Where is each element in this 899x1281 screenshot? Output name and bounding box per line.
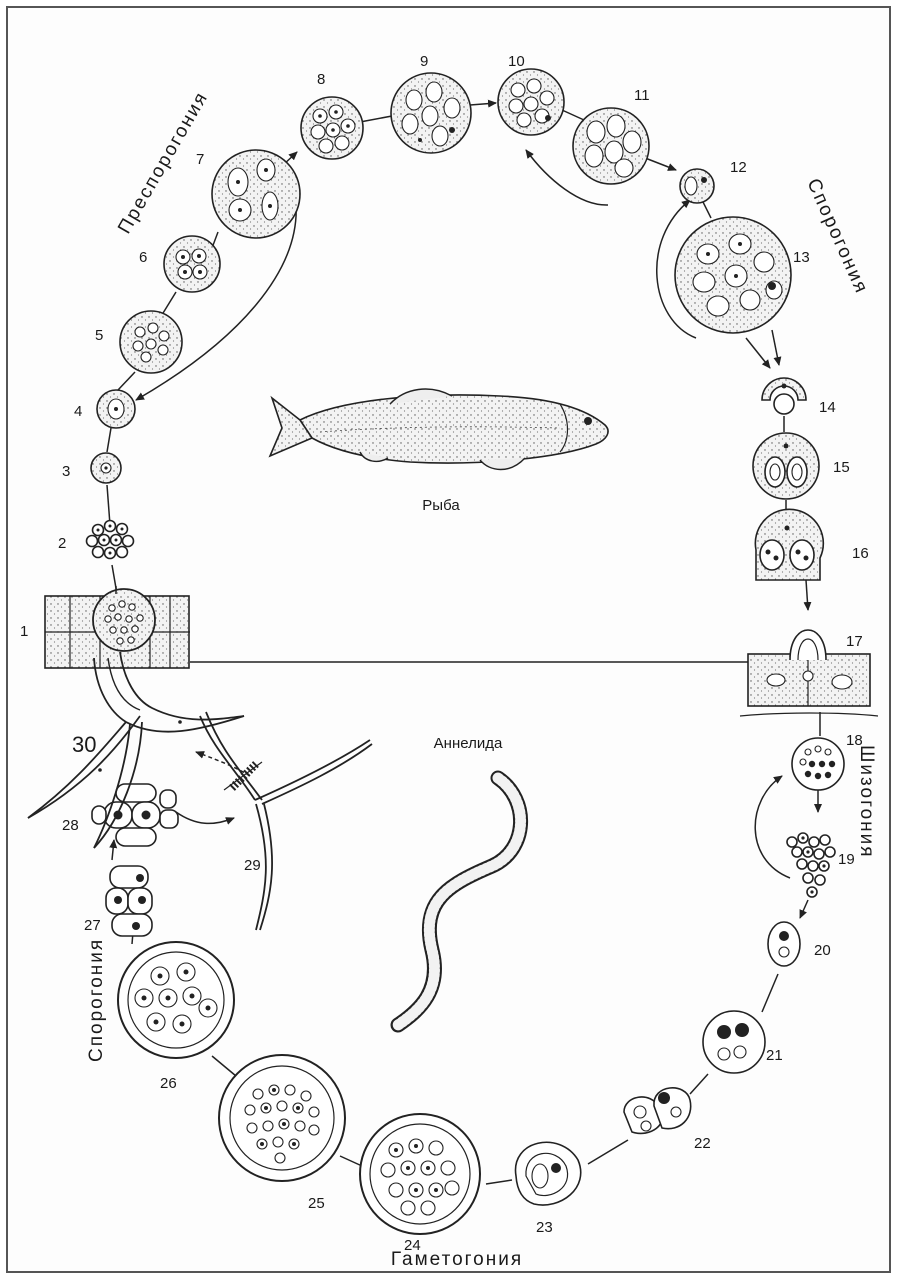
stage-24-label: 24 [404, 1237, 421, 1254]
stage-12-cell [680, 169, 714, 203]
stage-23-cell [516, 1142, 581, 1205]
stage-3-label: 3 [62, 463, 70, 480]
link-22-23 [588, 1140, 628, 1164]
link-23-24 [486, 1180, 512, 1184]
stage-6-label: 6 [139, 249, 147, 266]
stage-6-cell [164, 236, 220, 292]
stage-20-cell [768, 922, 800, 966]
phase-sporogony-fish-label: Спорогония [802, 175, 872, 297]
stage-21-label: 21 [766, 1047, 783, 1064]
stage-26-label: 26 [160, 1075, 177, 1092]
stage-12-label: 12 [730, 159, 747, 176]
stage-25-label: 25 [308, 1195, 325, 1212]
link-24-25 [340, 1156, 362, 1166]
stage-25-cyst [219, 1055, 345, 1181]
link-21-22 [690, 1074, 708, 1094]
host-fish-label: Рыба [422, 497, 460, 514]
link-8-9 [360, 116, 392, 122]
link-4-5 [118, 372, 135, 390]
stage-5-cell [120, 311, 182, 373]
stage-17-label: 17 [846, 633, 863, 650]
link-12-13 [703, 202, 711, 218]
arrow-19-20 [800, 900, 808, 918]
host-annelid-label: Аннелида [434, 735, 503, 752]
stage-13-cell [675, 217, 791, 333]
link-2-3 [107, 485, 110, 525]
link-20-21 [762, 974, 778, 1012]
stage-21-cell [703, 1011, 765, 1073]
phase-schizogony-label: Шизогония [856, 745, 877, 859]
stage-19-cluster [787, 833, 835, 897]
stage-10-label: 10 [508, 53, 525, 70]
stage-18-cell [792, 738, 844, 790]
stage-27-label: 27 [84, 917, 101, 934]
stage-19-label: 19 [838, 851, 855, 868]
stage-9-label: 9 [420, 53, 428, 70]
stage-8-label: 8 [317, 71, 325, 88]
arrow-13-14b [746, 338, 770, 368]
stage-20-label: 20 [814, 942, 831, 959]
stage-28-label: 28 [62, 817, 79, 834]
arrow-19-18 [755, 776, 790, 878]
stage-14-cell [762, 378, 806, 414]
stage-5-label: 5 [95, 327, 103, 344]
stage-24-cyst [360, 1114, 480, 1234]
arrow-13-14a [772, 330, 779, 365]
stage-4-cell [97, 390, 135, 428]
stage-7-label: 7 [196, 151, 204, 168]
stage-11-cell [573, 108, 649, 184]
stage-16-label: 16 [852, 545, 869, 562]
arrow-9-10 [470, 103, 496, 105]
stage-3-cell [91, 453, 121, 483]
annelid-worm-illustration [398, 778, 521, 1025]
stage-15-cell [753, 433, 819, 499]
arrow-16-17 [806, 580, 808, 610]
stage-7-cell [212, 150, 300, 238]
stage-2-label: 2 [58, 535, 66, 552]
phase-sporogony-annelid-label: Спорогония [86, 938, 107, 1062]
link-10-11 [562, 110, 584, 120]
link-25-26 [212, 1056, 236, 1076]
stage-4-label: 4 [74, 403, 82, 420]
arrow-28-29 [176, 812, 234, 823]
stage-16-cell [755, 509, 823, 580]
stage-28-cells [92, 784, 178, 846]
stage-22-cells [624, 1088, 691, 1134]
stage-18-label: 18 [846, 732, 863, 749]
stage-29-label: 29 [244, 857, 261, 874]
stage-10-cell [498, 69, 564, 135]
stage-15-label: 15 [833, 459, 850, 476]
stage-11-label: 11 [634, 87, 650, 104]
stage-1-label: 1 [20, 623, 28, 640]
stage-13-label: 13 [793, 249, 810, 266]
stage-26-cyst [118, 942, 234, 1058]
stage-2-cluster [87, 521, 134, 559]
stage-22-label: 22 [694, 1135, 711, 1152]
link-3-4 [107, 428, 111, 452]
stage-27-cells [106, 866, 152, 936]
stage-9-cell [391, 73, 471, 153]
stage-8-cell [301, 97, 363, 159]
stage-1-epithelium [45, 589, 190, 668]
stage-30-label: 30 [72, 732, 96, 757]
stage-23-label: 23 [536, 1219, 553, 1236]
arrow-27-28 [112, 840, 114, 860]
stage-14-label: 14 [819, 399, 836, 416]
fish-illustration [270, 389, 608, 469]
